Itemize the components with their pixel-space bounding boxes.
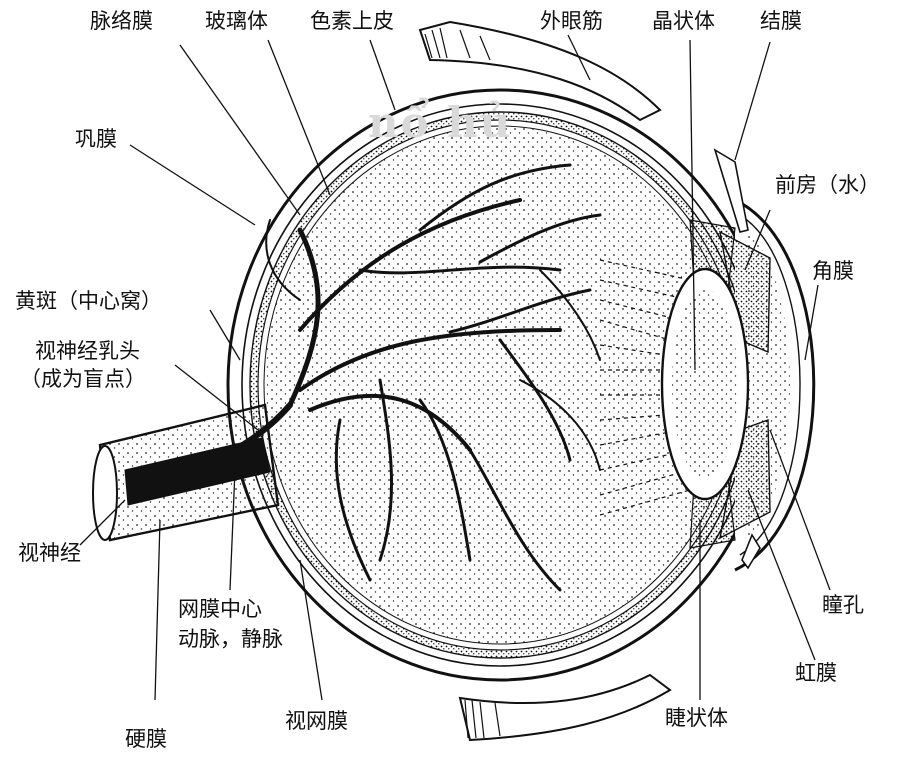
label-extraocular-muscle: 外眼筋 xyxy=(540,9,603,33)
muscle-lower xyxy=(458,673,672,742)
cornea-inner xyxy=(739,214,801,556)
label-anterior-chamber: 前房（水） xyxy=(775,173,880,197)
label-pupil: 瞳孔 xyxy=(822,593,864,617)
label-ciliary-body: 睫状体 xyxy=(665,706,728,730)
label-cornea: 角膜 xyxy=(812,259,854,283)
label-central-vessels-line2: 动脉，静脉 xyxy=(178,627,283,651)
label-vitreous: 玻璃体 xyxy=(205,9,268,33)
optic-nerve-core xyxy=(124,437,271,506)
retinal-vessels xyxy=(127,163,602,592)
muscle-upper-stripes xyxy=(424,27,491,61)
zonular-fibers xyxy=(599,259,691,516)
label-macula: 黄斑（中心窝） xyxy=(15,289,162,313)
watermark: nổ hủ xyxy=(368,98,513,147)
lens-core xyxy=(672,289,738,479)
label-optic-nerve: 视神经 xyxy=(18,541,81,565)
label-pigment-epithelium: 色素上皮 xyxy=(310,9,394,33)
label-choroid: 脉络膜 xyxy=(90,9,153,33)
label-retina: 视网膜 xyxy=(285,709,348,733)
label-central-vessels-line1: 网膜中心 xyxy=(178,597,262,621)
label-dura: 硬膜 xyxy=(125,727,167,751)
label-sclera: 巩膜 xyxy=(75,127,117,151)
label-lens: 晶状体 xyxy=(652,9,715,33)
label-iris: 虹膜 xyxy=(795,661,837,685)
optic-nerve-end xyxy=(92,445,118,541)
leader-lines xyxy=(79,34,831,701)
label-conjunctiva: 结膜 xyxy=(760,9,802,33)
label-optic-disc-line1: 视神经乳头 xyxy=(35,339,140,363)
label-optic-disc-line2: （成为盲点） xyxy=(20,367,146,391)
muscle-upper xyxy=(418,20,662,122)
conjunctiva-lower xyxy=(741,533,761,570)
muscle-lower-stripes xyxy=(464,699,501,739)
conjunctiva xyxy=(713,148,749,233)
